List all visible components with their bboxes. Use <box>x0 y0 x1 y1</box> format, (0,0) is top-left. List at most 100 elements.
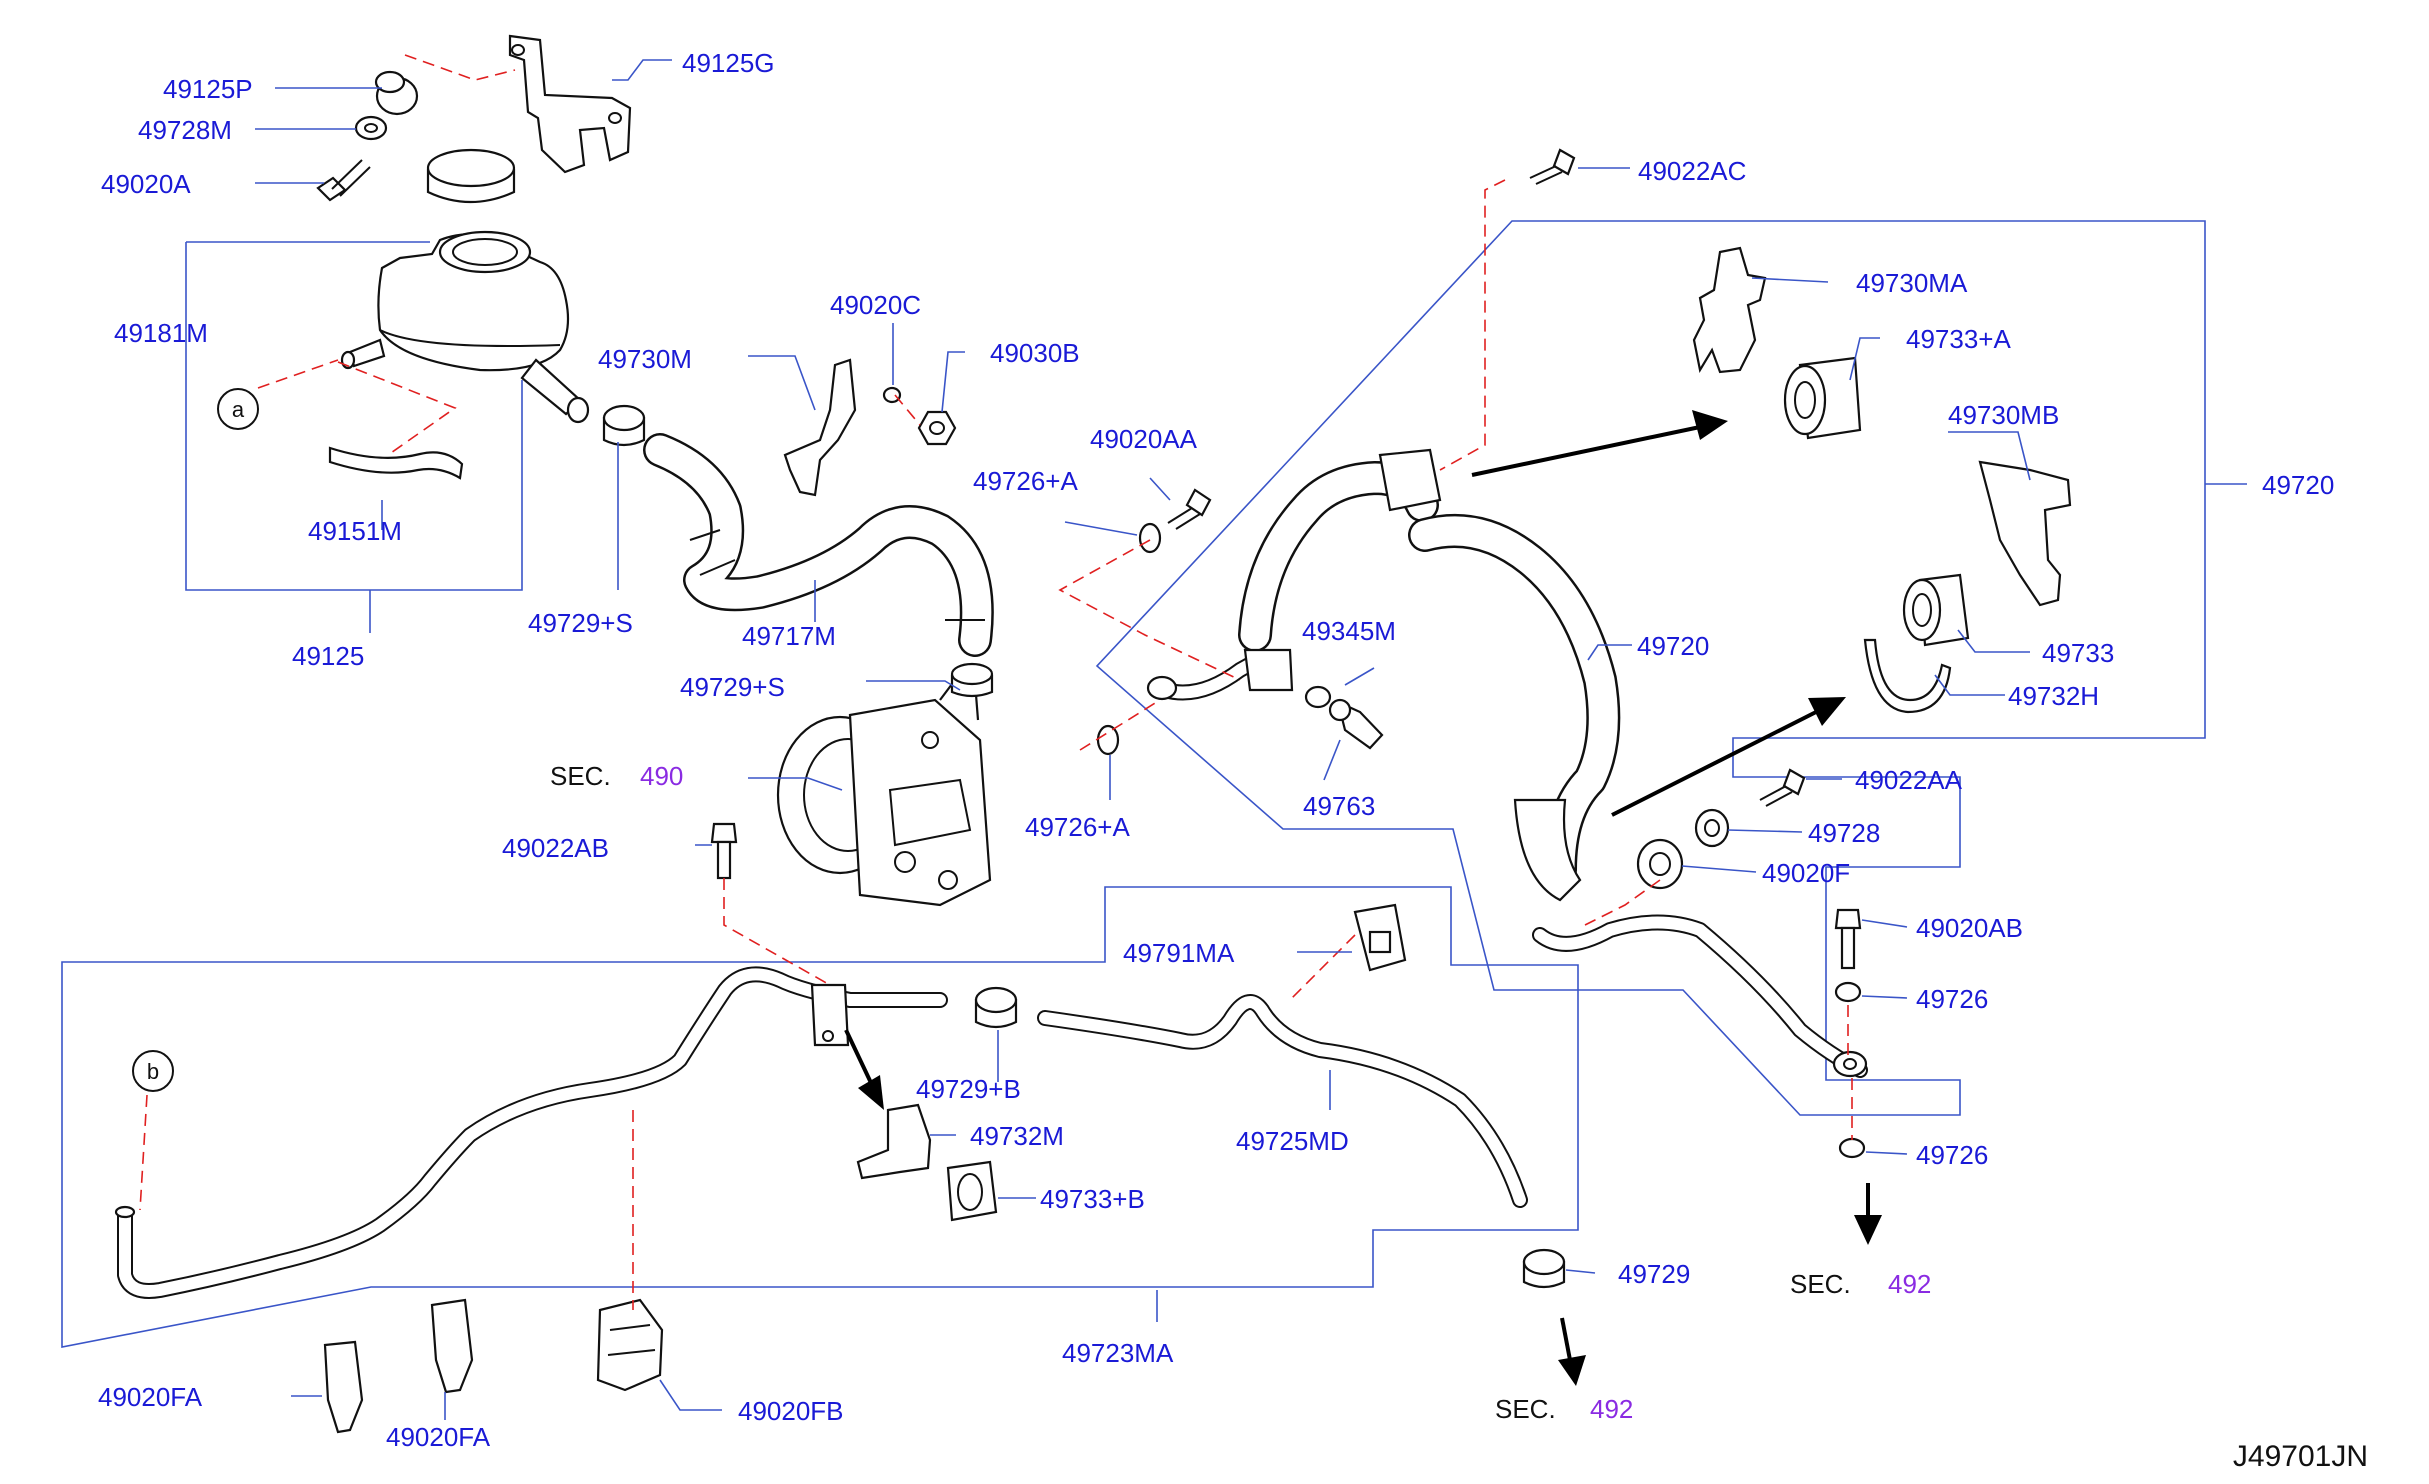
pipe-group-outline <box>1095 220 2206 1116</box>
reservoir-cap <box>426 148 516 204</box>
sec-ref-cap-text: SEC. <box>1495 1394 1556 1424</box>
bracket-49730m <box>783 358 857 497</box>
bushing-49733 <box>1902 573 1970 647</box>
label-49022ac: 49022AC <box>1638 156 1746 186</box>
label-49726-lower: 49726 <box>1916 1140 1988 1170</box>
washer-49726a-lower <box>1096 724 1120 756</box>
label-49791ma: 49791MA <box>1123 938 1235 968</box>
cap-49729 <box>1522 1248 1566 1289</box>
group-outlines <box>61 220 2206 1348</box>
label-49020ab: 49020AB <box>1916 913 2023 943</box>
bracket-49730ma <box>1692 246 1767 374</box>
label-49151m: 49151M <box>308 516 402 546</box>
label-49030b: 49030B <box>990 338 1080 368</box>
label-49733a: 49733+A <box>1906 324 2011 354</box>
hose-bracket-fitting <box>1378 448 1442 512</box>
bolt-49020a <box>316 159 371 202</box>
o-ring-49345m <box>1304 685 1332 709</box>
callout-a-text: a <box>232 397 245 422</box>
label-49726-upper: 49726 <box>1916 984 1988 1014</box>
sec-ref-cap-number: 492 <box>1590 1394 1633 1424</box>
label-49725md: 49725MD <box>1236 1126 1349 1156</box>
label-49020a: 49020A <box>101 169 191 199</box>
pressure-sensor-49763 <box>1328 698 1384 750</box>
grommet-49020f <box>1636 838 1684 890</box>
bracket-49125g <box>508 34 632 174</box>
label-49733: 49733 <box>2042 638 2114 668</box>
bushing-49733b <box>946 1160 998 1222</box>
reservoir-assembly: a <box>217 34 632 480</box>
label-49020c: 49020C <box>830 290 921 320</box>
bolt-49022ab <box>710 822 738 880</box>
diagram-code: J49701JN <box>2233 1440 2368 1473</box>
label-49020fb: 49020FB <box>738 1396 844 1426</box>
bolt-49022ac <box>1529 148 1576 185</box>
clip-49020fa-left <box>323 1340 364 1434</box>
label-49720-mid: 49720 <box>1637 631 1709 661</box>
label-49763: 49763 <box>1303 791 1375 821</box>
pipe-clip <box>810 983 850 1047</box>
hose-clamp-49729b <box>974 986 1018 1029</box>
label-49728m: 49728M <box>138 115 232 145</box>
pressure-hose-49720 <box>1146 448 1868 1078</box>
label-49020aa: 49020AA <box>1090 424 1198 454</box>
label-49020fa-left: 49020FA <box>98 1382 203 1412</box>
label-49125g: 49125G <box>682 48 775 78</box>
label-49732m: 49732M <box>970 1121 1064 1151</box>
label-49729s-pump: 49729+S <box>680 672 785 702</box>
bolt-49022aa <box>1759 768 1806 807</box>
label-49020fa-mid: 49020FA <box>386 1422 491 1452</box>
return-line-49723ma <box>114 966 948 1299</box>
dashed-reference-lines <box>139 54 1853 1310</box>
label-49181m: 49181M <box>114 318 208 348</box>
label-49717m: 49717M <box>742 621 836 651</box>
label-49733b: 49733+B <box>1040 1184 1145 1214</box>
washer-49726-upper <box>1834 981 1862 1003</box>
label-49730mb: 49730MB <box>1948 400 2059 430</box>
bracket-49732m <box>856 1103 932 1180</box>
direction-arrows <box>844 410 1882 1386</box>
hose-group-outline <box>61 886 1579 1348</box>
label-49729: 49729 <box>1618 1259 1690 1289</box>
label-49125: 49125 <box>292 641 364 671</box>
label-49723ma: 49723MA <box>1062 1338 1174 1368</box>
suction-hose-49717m <box>643 433 994 657</box>
label-49720-right: 49720 <box>2262 470 2334 500</box>
label-49732h: 49732H <box>2008 681 2099 711</box>
washer-49728m <box>354 115 388 141</box>
grommet-49125p <box>374 70 419 116</box>
hose-49725md <box>1037 994 1528 1208</box>
leader-lines <box>255 59 2247 1420</box>
part-labels: 49125P 49728M 49020A 49125G 49181M 49151… <box>98 48 2334 1452</box>
sec-ref-pipe-number: 492 <box>1888 1269 1931 1299</box>
label-49020f: 49020F <box>1762 858 1850 888</box>
sec-ref-pipe-text: SEC. <box>1790 1269 1851 1299</box>
section-references: SEC. 490 SEC. 492 SEC. 492 <box>550 761 1931 1424</box>
label-49125p: 49125P <box>163 74 253 104</box>
washer-49020c <box>882 386 902 404</box>
reservoir-group-bracket <box>185 241 523 591</box>
bracket-49730mb <box>1978 460 2072 607</box>
callout-b: b <box>132 1050 174 1092</box>
hose-clamp-49151m <box>328 446 464 480</box>
sec-ref-pump-text: SEC. <box>550 761 611 791</box>
callout-a: a <box>217 388 259 430</box>
sec-ref-pump-number: 490 <box>640 761 683 791</box>
damper-49791ma <box>1353 903 1407 972</box>
label-49726a-upper: 49726+A <box>973 466 1078 496</box>
hose-clamp-49729s-upper <box>602 404 646 447</box>
clip-49020fb <box>596 1298 664 1392</box>
reservoir-tank <box>340 230 590 424</box>
power-steering-pump <box>776 662 994 907</box>
label-49730m: 49730M <box>598 344 692 374</box>
bushing-49733a <box>1783 356 1862 440</box>
washer-49728 <box>1694 808 1730 848</box>
clip-49020fa-mid <box>430 1298 474 1394</box>
bolt-49020ab <box>1834 908 1862 970</box>
bolt-49020aa <box>1167 488 1212 530</box>
label-49728: 49728 <box>1808 818 1880 848</box>
callout-b-text: b <box>147 1059 159 1084</box>
label-49729b: 49729+B <box>916 1074 1021 1104</box>
nut-49030b <box>917 410 957 446</box>
